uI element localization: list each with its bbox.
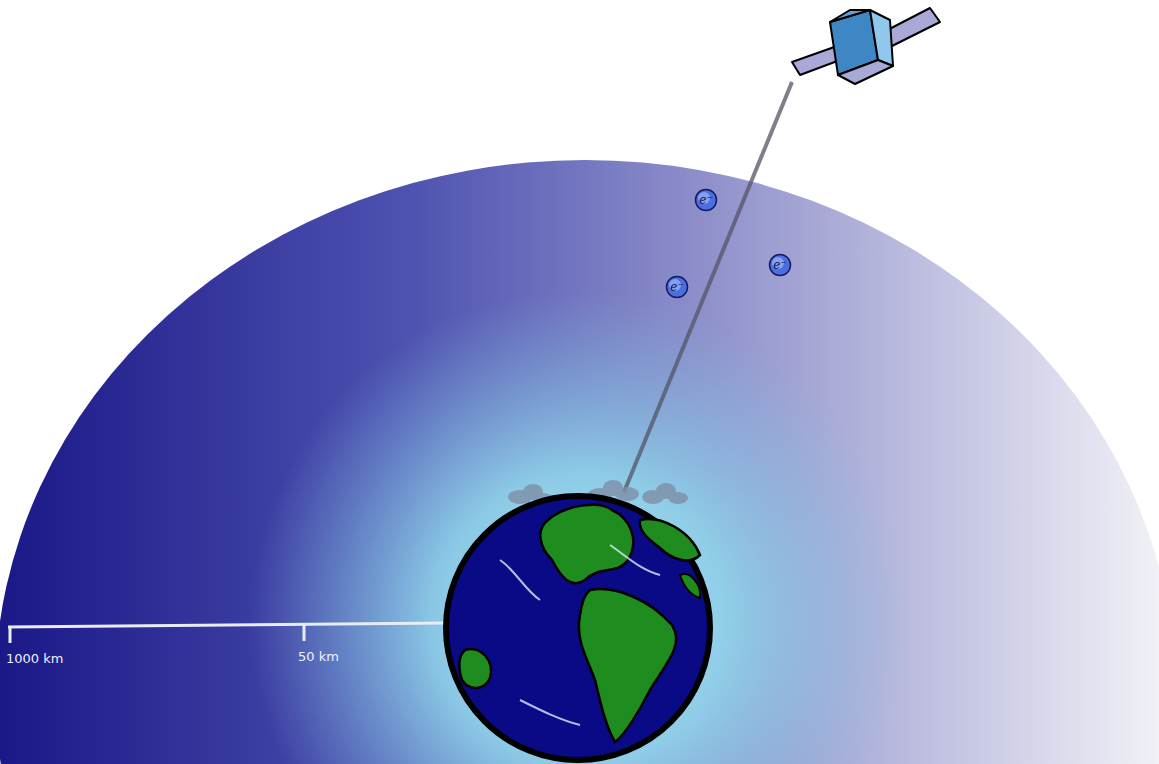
satellite: [792, 8, 940, 84]
scale-label: 50 km: [298, 649, 339, 664]
atmosphere-glow: [0, 160, 1159, 764]
atmosphere: [0, 160, 1159, 764]
electron: e⁻: [665, 275, 689, 299]
scale-bar: [8, 623, 446, 643]
electron-label: e⁻: [768, 253, 792, 271]
electron-label: e⁻: [665, 275, 689, 293]
electron: e⁻: [768, 253, 792, 277]
electron-label: e⁻: [694, 188, 718, 206]
scale-label: 1000 km: [6, 651, 63, 666]
signal-beam: [624, 82, 792, 492]
electron: e⁻: [694, 188, 718, 212]
earth: [446, 496, 710, 760]
